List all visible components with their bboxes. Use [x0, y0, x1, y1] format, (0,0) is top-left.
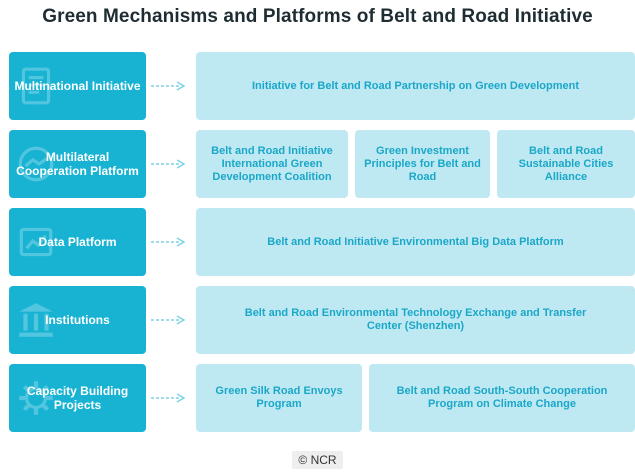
item-green-investment-principles: Green Investment Principles for Belt and…: [355, 130, 490, 198]
item-technology-exchange-center: Belt and Road Environmental Technology E…: [196, 286, 635, 354]
category-label: Data Platform: [38, 235, 117, 249]
category-label: Capacity Building Projects: [26, 384, 129, 412]
credit-footer: © NCR: [0, 451, 635, 469]
category-institutions: Institutions: [9, 286, 146, 354]
item-south-south-cooperation: Belt and Road South-South Cooperation Pr…: [369, 364, 635, 432]
category-multilateral-cooperation-platform: Multilateral Cooperation Platform: [9, 130, 146, 198]
category-capacity-building-projects: Capacity Building Projects: [9, 364, 146, 432]
gear-icon: [19, 381, 53, 415]
mechanism-row-institutions: Institutions Belt and Road Environmental…: [0, 286, 635, 354]
category-label: Institutions: [45, 313, 110, 327]
mechanism-row-multinational-initiative: Multinational Initiative Initiative for …: [0, 52, 635, 120]
category-multinational-initiative: Multinational Initiative: [9, 52, 146, 120]
category-label: Multinational Initiative: [14, 79, 141, 93]
mechanism-row-data-platform: Data Platform Belt and Road Initiative E…: [0, 208, 635, 276]
arrow-icon: [151, 315, 186, 325]
mechanism-row-multilateral-cooperation: Multilateral Cooperation Platform Belt a…: [0, 130, 635, 198]
item-green-development-coalition: Belt and Road Initiative International G…: [196, 130, 348, 198]
arrow-icon: [151, 393, 186, 403]
category-label: Multilateral Cooperation Platform: [16, 150, 139, 178]
arrow-icon: [151, 159, 186, 169]
item-green-silk-road-envoys: Green Silk Road Envoys Program: [196, 364, 362, 432]
category-data-platform: Data Platform: [9, 208, 146, 276]
item-sustainable-cities-alliance: Belt and Road Sustainable Cities Allianc…: [497, 130, 635, 198]
mechanism-row-capacity-building: Capacity Building Projects Green Silk Ro…: [0, 364, 635, 432]
item-environmental-big-data-platform: Belt and Road Initiative Environmental B…: [196, 208, 635, 276]
arrow-icon: [151, 237, 186, 247]
document-icon: [21, 67, 51, 105]
copyright-label: © NCR: [292, 451, 343, 469]
arrow-icon: [151, 81, 186, 91]
page-title: Green Mechanisms and Platforms of Belt a…: [42, 6, 593, 27]
item-green-development-partnership: Initiative for Belt and Road Partnership…: [196, 52, 635, 120]
database-icon: [19, 227, 53, 257]
handshake-icon: [18, 146, 54, 182]
institution-building-icon: [19, 303, 53, 337]
